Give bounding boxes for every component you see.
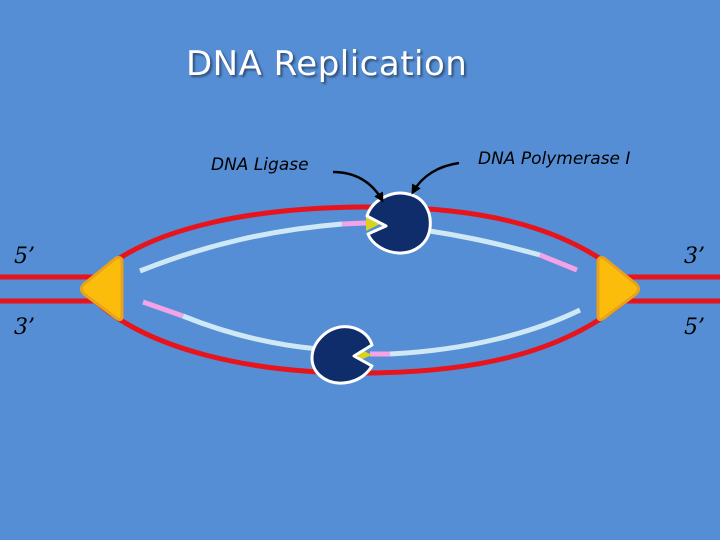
dna-ligase-label: DNA Ligase bbox=[211, 155, 309, 175]
dna-polymerase-label: DNA Polymerase I bbox=[478, 149, 631, 169]
helicase-right bbox=[596, 256, 640, 322]
enzyme-bottom bbox=[310, 325, 374, 385]
slide-title: DNA Replication bbox=[186, 44, 468, 84]
rna-primer-top-center bbox=[341, 220, 367, 227]
daughter-strand-bottom-left bbox=[182, 313, 319, 352]
rna-primers bbox=[142, 220, 578, 357]
strand-end-bottom-right: 5’ bbox=[684, 315, 705, 340]
strand-end-top-right: 3’ bbox=[684, 244, 705, 269]
rna-primer-bottom-left bbox=[142, 299, 184, 319]
nucleotide-top bbox=[366, 217, 380, 231]
ligase-arrow bbox=[332, 170, 384, 203]
enzyme-top bbox=[365, 191, 432, 255]
strand-end-top-left: 5’ bbox=[14, 244, 35, 269]
helicase-left bbox=[80, 256, 124, 322]
strand-end-bottom-left: 3’ bbox=[14, 315, 35, 340]
parent-strand-top bbox=[0, 204, 720, 280]
daughter-strand-top-left bbox=[139, 221, 343, 274]
rna-primer-top-right bbox=[539, 252, 578, 273]
polymerase-arrow bbox=[411, 161, 460, 195]
daughter-strand-bottom-right bbox=[389, 307, 582, 357]
